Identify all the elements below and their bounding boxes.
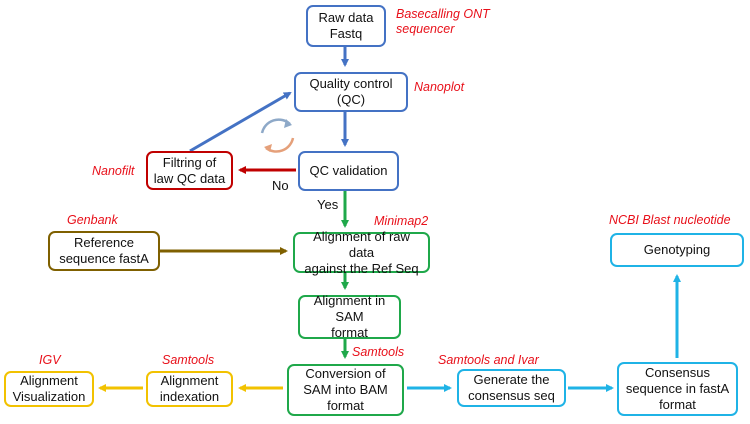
nanofilt-tool-label: Nanofilt (92, 164, 135, 178)
alignment-indexation-label: Alignment indexation (159, 373, 220, 404)
generate-consensus-box: Generate the consensus seq (457, 369, 566, 407)
alignment-sam-box: Alignment in SAM format (298, 293, 401, 340)
consensus-sequence-label: Consensus sequence in fastA format (625, 365, 730, 412)
reference-label: Reference sequence fastA (59, 235, 149, 266)
loop-icon (260, 118, 295, 153)
quality-control-label: Quality control (QC) (309, 76, 393, 107)
alignment-indexation-box: Alignment indexation (146, 371, 233, 407)
nanoplot-tool-label: Nanoplot (414, 80, 465, 94)
qc-validation-label: QC validation (309, 163, 388, 178)
igv-tool-label: IGV (39, 353, 61, 367)
alignment-raw-label: Alignment of raw data against the Ref Se… (304, 228, 419, 276)
reference-box: Reference sequence fastA (48, 231, 160, 271)
yes-edge-label: Yes (317, 197, 339, 212)
basecalling-tool-label: Basecalling ONT sequencer (396, 7, 490, 36)
genotyping-box: Genotyping (610, 233, 744, 267)
conversion-label: Conversion of SAM into BAM format (303, 366, 388, 413)
consensus-sequence-box: Consensus sequence in fastA format (617, 362, 738, 416)
alignment-raw-box: Alignment of raw data against the Ref Se… (293, 229, 430, 276)
genotyping-label: Genotyping (643, 242, 711, 257)
filtering-label: Filtring of law QC data (153, 154, 226, 186)
samtools-indexation-tool-label: Samtools (162, 353, 215, 367)
genbank-tool-label: Genbank (67, 213, 118, 227)
alignment-sam-label: Alignment in SAM format (313, 293, 386, 340)
quality-control-box: Quality control (QC) (294, 72, 408, 112)
raw-data-label: Raw data Fastq (318, 10, 374, 41)
samtools-conversion-tool-label: Samtools (352, 345, 405, 359)
qc-validation-box: QC validation (298, 151, 399, 191)
ncbi-blast-tool-label: NCBI Blast nucleotide (609, 213, 731, 227)
filtering-box: Filtring of law QC data (146, 151, 233, 190)
alignment-visualization-label: Alignment Visualization (12, 373, 86, 404)
alignment-visualization-box: Alignment Visualization (4, 371, 94, 407)
raw-data-box: Raw data Fastq (306, 5, 386, 47)
generate-consensus-label: Generate the consensus seq (468, 372, 555, 403)
no-edge-label: No (272, 178, 289, 193)
samtools-ivar-tool-label: Samtools and Ivar (438, 353, 539, 367)
minimap2-tool-label: Minimap2 (374, 214, 429, 228)
conversion-box: Conversion of SAM into BAM format (287, 364, 404, 416)
arrow-filter-to-qc (189, 91, 292, 153)
